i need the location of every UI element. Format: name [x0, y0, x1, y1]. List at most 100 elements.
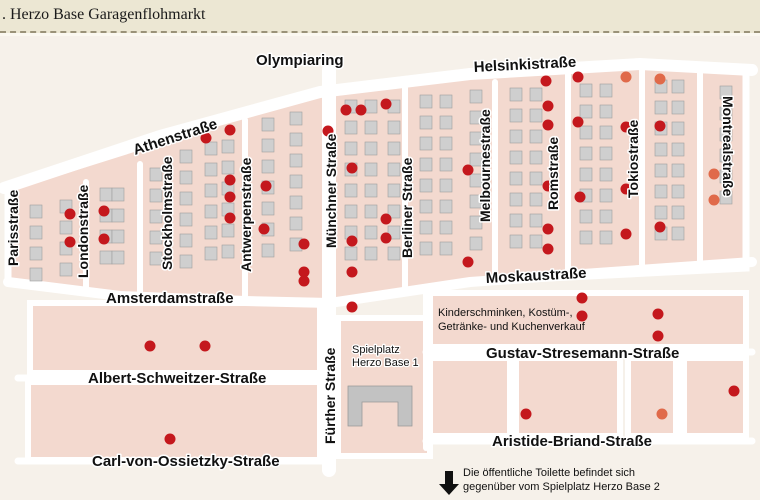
flohmarkt-stand-marker — [298, 266, 310, 278]
label-carl-von-ossietzky-strasse: Carl-von-Ossietzky-Straße — [92, 453, 280, 470]
house — [344, 141, 358, 156]
house — [204, 141, 218, 156]
house — [221, 244, 235, 259]
house — [364, 120, 378, 135]
house — [509, 213, 523, 228]
house — [59, 262, 73, 277]
house — [509, 234, 523, 249]
flohmarkt-stand-marker — [574, 191, 586, 203]
house — [599, 146, 613, 161]
house — [579, 167, 593, 182]
flohmarkt-stand-marker — [98, 205, 110, 217]
flohmarkt-stand-marker — [576, 310, 588, 322]
house — [111, 187, 125, 202]
label-gustav-stresemann-strasse: Gustav-Stresemann-Straße — [486, 345, 679, 362]
house — [289, 111, 303, 126]
house — [439, 136, 453, 151]
label-romstrasse: Romstraße — [545, 137, 561, 210]
house — [364, 246, 378, 261]
label-melbournestrasse: Melbournestraße — [477, 109, 493, 222]
house — [529, 213, 543, 228]
house — [529, 192, 543, 207]
house — [261, 201, 275, 216]
house — [419, 136, 433, 151]
house — [179, 212, 193, 227]
flohmarkt-stand-marker — [708, 168, 720, 180]
flohmarkt-stand-marker — [199, 340, 211, 352]
house — [149, 251, 163, 266]
label-moskaustrasse: Moskaustraße — [485, 265, 587, 287]
flohmarkt-stand-marker — [380, 213, 392, 225]
flohmarkt-stand-marker — [380, 98, 392, 110]
house — [204, 162, 218, 177]
house — [204, 204, 218, 219]
flohmarkt-stand-marker — [224, 191, 236, 203]
flohmarkt-stand-marker — [462, 164, 474, 176]
flohmarkt-stand-marker — [340, 104, 352, 116]
house — [344, 120, 358, 135]
house — [387, 162, 401, 177]
house — [289, 153, 303, 168]
label-spielplatz: Spielplatz — [352, 344, 400, 356]
house — [179, 254, 193, 269]
flohmarkt-stand-marker — [728, 385, 740, 397]
house — [204, 225, 218, 240]
flohmarkt-stand-marker — [572, 71, 584, 83]
flohmarkt-stand-marker — [346, 162, 358, 174]
house — [419, 157, 433, 172]
flohmarkt-stand-marker — [520, 408, 532, 420]
house — [439, 178, 453, 193]
flohmarkt-stand-marker — [322, 125, 334, 137]
house — [439, 241, 453, 256]
house — [439, 94, 453, 109]
label-parisstrasse: Parisstraße — [5, 190, 21, 266]
house — [179, 233, 193, 248]
house — [29, 225, 43, 240]
house — [99, 250, 113, 265]
house — [111, 208, 125, 223]
house — [419, 115, 433, 130]
flohmarkt-stand-marker — [542, 243, 554, 255]
house — [654, 184, 668, 199]
flohmarkt-stand-marker — [652, 330, 664, 342]
house — [671, 205, 685, 220]
flohmarkt-stand-marker — [355, 104, 367, 116]
house — [419, 178, 433, 193]
flohmarkt-stand-marker — [200, 132, 212, 144]
label-londonstrasse: Londonstraße — [75, 184, 91, 278]
house — [469, 215, 483, 230]
house — [344, 204, 358, 219]
flohmarkt-stand-marker — [298, 275, 310, 287]
house — [469, 131, 483, 146]
house — [289, 216, 303, 231]
house — [599, 104, 613, 119]
flohmarkt-stand-marker — [64, 208, 76, 220]
house — [179, 149, 193, 164]
flohmarkt-stand-marker — [346, 301, 358, 313]
flohmarkt-stand-marker — [224, 174, 236, 186]
house — [469, 110, 483, 125]
label-albert-schweitzer-strasse: Albert-Schweitzer-Straße — [88, 370, 266, 387]
label-stockholmstrasse: Stockholmstraße — [159, 156, 175, 270]
house — [469, 236, 483, 251]
flohmarkt-stand-marker — [620, 183, 632, 195]
house — [509, 192, 523, 207]
house — [419, 199, 433, 214]
house — [387, 183, 401, 198]
house — [719, 169, 733, 184]
house — [469, 152, 483, 167]
flohmarkt-stand-marker — [542, 180, 554, 192]
house — [419, 220, 433, 235]
house — [671, 79, 685, 94]
flohmarkt-stand-marker — [620, 121, 632, 133]
house — [149, 209, 163, 224]
page-title: . Herzo Base Garagenflohmarkt — [2, 6, 206, 23]
note-kinderschminken-line1: Kinderschminken, Kostüm-, — [438, 307, 573, 319]
arrow-down-icon — [439, 471, 459, 495]
house — [149, 188, 163, 203]
label-muenchnerstrasse: Münchner Straße — [323, 133, 339, 248]
flohmarkt-stand-marker — [298, 238, 310, 250]
house — [599, 167, 613, 182]
house — [221, 139, 235, 154]
